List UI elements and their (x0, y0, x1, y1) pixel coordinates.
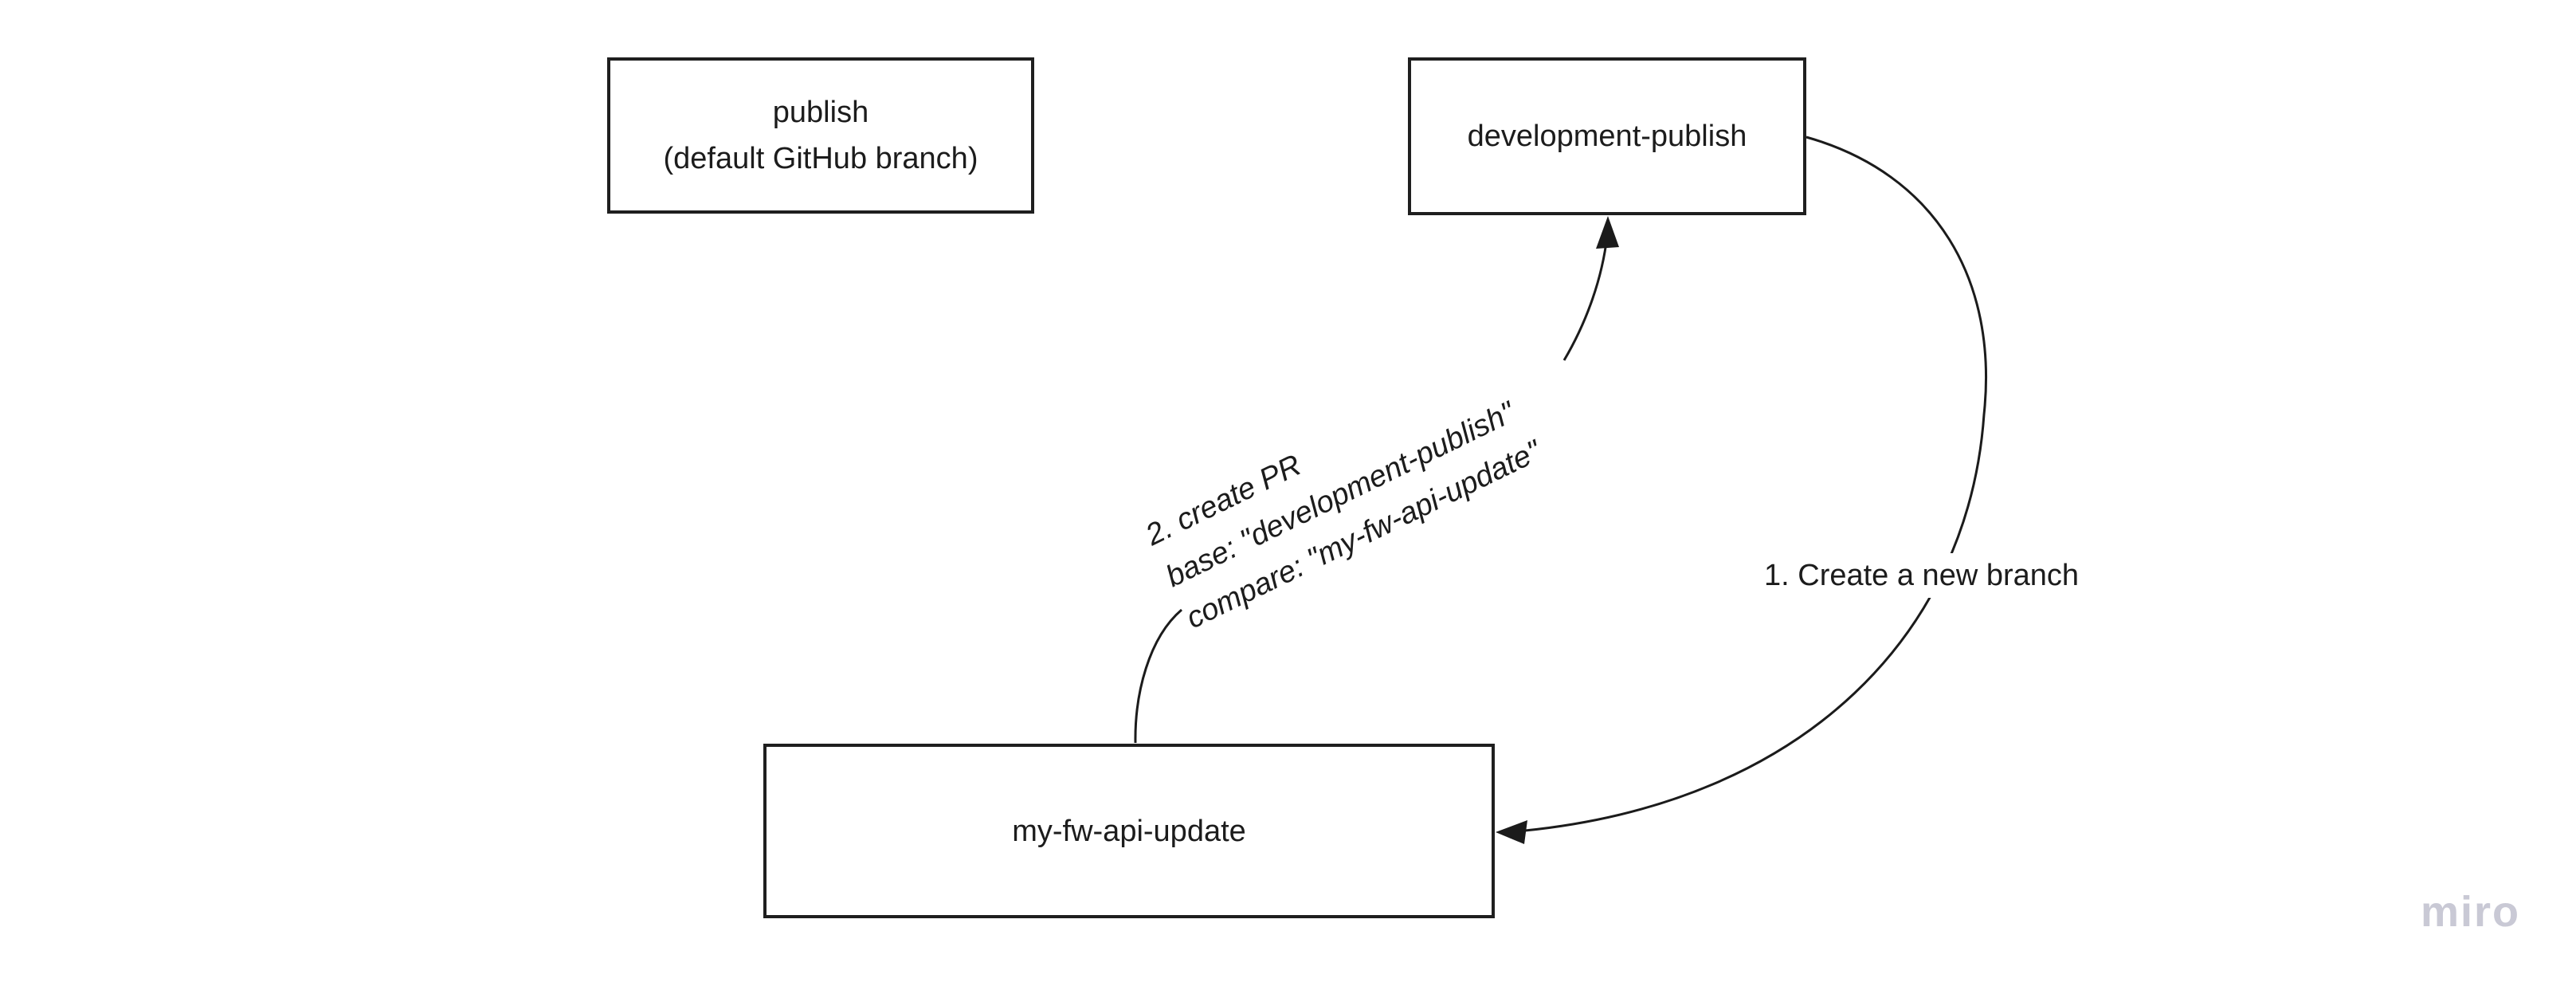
node-development-publish-label: development-publish (1411, 113, 1803, 159)
connector-create-pr-curve-lower[interactable] (1134, 608, 1182, 744)
node-development-publish-label-line1: development-publish (1467, 120, 1747, 153)
connector-create-branch-label[interactable]: 1. Create a new branch (1759, 553, 2084, 598)
node-my-fw-api-update-label: my-fw-api-update (767, 808, 1492, 854)
node-publish-label-line1: publish (772, 96, 869, 129)
connector-create-branch-arrowhead[interactable] (1496, 820, 1527, 844)
node-publish-label-line2: (default GitHub branch) (663, 142, 978, 175)
miro-watermark-logo: miro (2420, 888, 2520, 936)
node-development-publish[interactable]: development-publish (1408, 57, 1806, 215)
connector-create-pr-curve-upper[interactable] (1562, 235, 1609, 361)
node-publish-label: publish (default GitHub branch) (610, 89, 1031, 182)
connector-create-branch-curve[interactable] (1524, 136, 1988, 832)
node-my-fw-api-update[interactable]: my-fw-api-update (763, 744, 1495, 918)
node-my-fw-api-update-label-line1: my-fw-api-update (1012, 814, 1246, 848)
connector-create-pr-arrowhead[interactable] (1596, 216, 1619, 249)
node-publish[interactable]: publish (default GitHub branch) (607, 57, 1034, 214)
